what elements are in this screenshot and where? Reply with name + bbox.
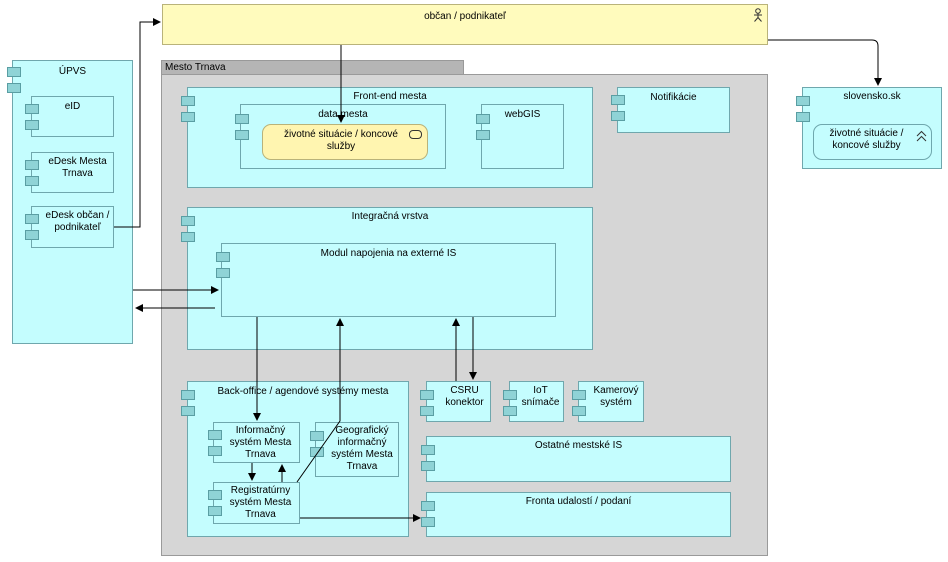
geograficky-system-component[interactable]: Geografický informačný systém Mesta Trna… — [310, 422, 399, 477]
webgis-component[interactable]: webGIS — [476, 104, 564, 169]
component-icon — [611, 95, 629, 125]
ostatne-mestske-is-component[interactable]: Ostatné mestské IS — [421, 436, 731, 482]
edesk-mesta-label: eDesk Mesta Trnava — [48, 156, 107, 179]
registraturny-system-component[interactable]: Registratúrny systém Mesta Trnava — [208, 482, 300, 524]
edesk-obcan-label: eDesk občan / podnikateľ — [45, 210, 110, 233]
registraturny-system-label: Registratúrny systém Mesta Trnava — [229, 485, 292, 520]
ostatne-mestske-is-label: Ostatné mestské IS — [534, 440, 623, 451]
informacny-system-label: Informačný systém Mesta Trnava — [229, 425, 292, 460]
component-icon — [421, 445, 439, 475]
geograficky-system-label: Geografický informačný systém Mesta Trna… — [331, 425, 393, 472]
notifikacie-label: Notifikácie — [650, 92, 697, 103]
component-icon — [7, 67, 25, 97]
modul-napojenia-component[interactable]: Modul napojenia na externé IS — [216, 243, 556, 317]
component-icon — [420, 390, 438, 420]
edesk-obcan-component[interactable]: eDesk občan / podnikateľ — [25, 206, 114, 248]
data-mesta-label: data.mesta — [318, 109, 368, 120]
component-icon — [181, 390, 199, 420]
mesto-trnava-tab: Mesto Trnava — [161, 60, 464, 75]
component-icon — [503, 390, 521, 420]
kamerovy-system-label: Kamerový systém — [593, 385, 639, 408]
component-icon — [421, 501, 439, 531]
fronta-udalosti-component[interactable]: Fronta udalostí / podaní — [421, 492, 731, 537]
service-icon — [409, 130, 422, 139]
actor-label: občan / podnikateľ — [424, 11, 506, 22]
actor-icon — [754, 8, 762, 22]
fronta-udalosti-label: Fronta udalostí / podaní — [525, 496, 632, 507]
informacny-system-component[interactable]: Informačný systém Mesta Trnava — [208, 422, 300, 463]
notifikacie-component[interactable]: Notifikácie — [611, 87, 730, 133]
component-icon — [216, 252, 234, 282]
csru-konektor-component[interactable]: CSRU konektor — [420, 381, 491, 422]
eid-label: eID — [64, 101, 81, 112]
iot-snimace-label: IoT snímače — [521, 385, 560, 408]
frontend-title: Front-end mesta — [353, 91, 427, 102]
actor-to-slovensko-connector — [768, 39, 882, 86]
component-icon — [208, 430, 226, 460]
eid-component[interactable]: eID — [25, 96, 114, 137]
component-icon — [235, 114, 253, 144]
kamerovy-system-component[interactable]: Kamerový systém — [572, 381, 644, 422]
component-icon — [572, 390, 590, 420]
integracna-title: Integračná vrstva — [351, 211, 429, 222]
zivotne-situacie-service[interactable]: životné situácie / koncové služby — [262, 124, 428, 160]
edesk-mesta-component[interactable]: eDesk Mesta Trnava — [25, 152, 114, 193]
zivotne-situacie-label: životné situácie / koncové služby — [284, 129, 398, 152]
component-icon — [181, 96, 199, 126]
component-icon — [208, 490, 226, 520]
chevron-up-icon — [916, 130, 927, 142]
modul-napojenia-label: Modul napojenia na externé IS — [320, 248, 457, 259]
slovensko-zivotne-situacie-label: životné situácie / koncové služby — [829, 128, 904, 151]
component-icon — [25, 104, 43, 134]
csru-konektor-label: CSRU konektor — [445, 385, 484, 408]
component-icon — [25, 214, 43, 244]
component-icon — [310, 431, 328, 461]
slovensko-sk-title: slovensko.sk — [843, 91, 901, 102]
component-icon — [796, 96, 814, 126]
slovensko-zivotne-situacie-service[interactable]: životné situácie / koncové služby — [813, 124, 932, 160]
upvs-title: ÚPVS — [58, 66, 87, 77]
component-icon — [181, 216, 199, 246]
webgis-label: webGIS — [504, 109, 541, 120]
backoffice-title: Back-office / agendové systémy mesta — [217, 386, 389, 397]
actor-obcan[interactable]: občan / podnikateľ — [162, 4, 768, 45]
mesto-trnava-title: Mesto Trnava — [165, 62, 226, 73]
component-icon — [25, 160, 43, 190]
iot-snimace-component[interactable]: IoT snímače — [503, 381, 564, 422]
component-icon — [476, 114, 494, 144]
